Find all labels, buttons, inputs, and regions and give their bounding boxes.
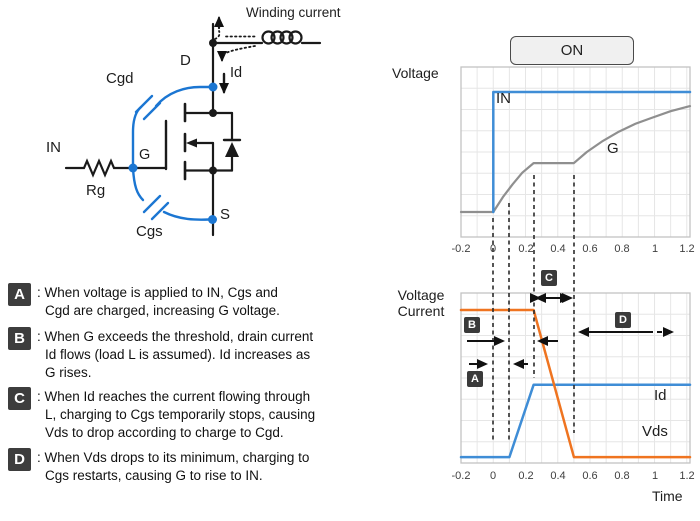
- voltage-current-line1: Voltage: [397, 287, 445, 303]
- x-tick: 0.6: [582, 470, 598, 482]
- legend-text-c: : When Id reaches the current flowing th…: [37, 388, 315, 443]
- legend-line: : When Vds drops to its minimum, chargin…: [37, 450, 310, 465]
- winding-current-label: Winding current: [246, 5, 341, 20]
- vds-series-label: Vds: [642, 423, 668, 440]
- x-tick: -0.2: [451, 243, 471, 255]
- voltage-axis-label: Voltage: [392, 65, 439, 81]
- x-tick: 0.4: [550, 470, 566, 482]
- legend-line: G rises.: [45, 365, 92, 381]
- in-label: IN: [46, 139, 61, 156]
- legend-badge-d: D: [8, 448, 31, 471]
- legend-line: Cgs restarts, causing G to rise to IN.: [45, 468, 263, 484]
- legend-badge-b: B: [8, 327, 31, 350]
- x-tick: 0.2: [518, 470, 534, 482]
- x-tick: 1.2: [679, 470, 695, 482]
- x-tick: 0.2: [518, 243, 534, 255]
- x-tick: 0: [489, 243, 497, 255]
- x-tick: 0: [489, 470, 497, 482]
- circuit-blue: [128, 82, 218, 224]
- in-series-label: IN: [496, 90, 511, 107]
- legend-badge-a: A: [8, 283, 31, 306]
- legend-text-a: : When voltage is applied to IN, Cgs and…: [37, 284, 280, 320]
- time-axis-label: Time: [652, 488, 683, 504]
- legend-line: L, charging to Cgs temporarily stops, ca…: [45, 407, 316, 423]
- legend-line: : When G exceeds the threshold, drain cu…: [37, 329, 314, 344]
- legend-line: Cgd are charged, increasing G voltage.: [45, 303, 280, 319]
- x-tick: 1: [651, 470, 659, 482]
- interval-box-c: C: [541, 270, 557, 286]
- g-series-label: G: [607, 140, 619, 157]
- legend-line: : When Id reaches the current flowing th…: [37, 389, 311, 404]
- x-tick: 0.6: [582, 243, 598, 255]
- id-series-label: Id: [654, 387, 667, 404]
- on-state-badge: ON: [510, 36, 634, 65]
- legend-text-b: : When G exceeds the threshold, drain cu…: [37, 328, 313, 383]
- source-label: S: [220, 206, 231, 223]
- interval-arrows: [467, 293, 674, 369]
- circuit-black: [64, 16, 322, 237]
- x-tick: -0.2: [451, 470, 471, 482]
- legend-line: : When voltage is applied to IN, Cgs and: [37, 285, 278, 300]
- id-label: Id: [230, 65, 243, 81]
- legend-badge-c: C: [8, 387, 31, 410]
- cgd-label: Cgd: [106, 70, 134, 87]
- interval-box-b: B: [464, 317, 480, 333]
- interval-box-a: A: [467, 371, 483, 387]
- x-tick: 1.2: [679, 243, 695, 255]
- voltage-current-axis-label: Voltage Current: [383, 287, 459, 319]
- interval-box-d: D: [615, 312, 631, 328]
- x-tick: 0.4: [550, 243, 566, 255]
- legend-line: Vds to drop according to charge to Cgd.: [45, 425, 284, 441]
- gate-label: G: [139, 147, 151, 163]
- x-tick: 0.8: [614, 470, 630, 482]
- cgs-label: Cgs: [136, 223, 163, 240]
- time-guides: [492, 175, 575, 440]
- drain-label: D: [180, 52, 191, 69]
- voltage-current-line2: Current: [397, 302, 445, 319]
- legend-text-d: : When Vds drops to its minimum, chargin…: [37, 449, 309, 485]
- legend-line: Id flows (load L is assumed). Id increas…: [45, 347, 311, 363]
- chart-voltage: [459, 66, 692, 238]
- x-tick: 1: [651, 243, 659, 255]
- rg-label: Rg: [86, 182, 106, 199]
- x-tick: 0.8: [614, 243, 630, 255]
